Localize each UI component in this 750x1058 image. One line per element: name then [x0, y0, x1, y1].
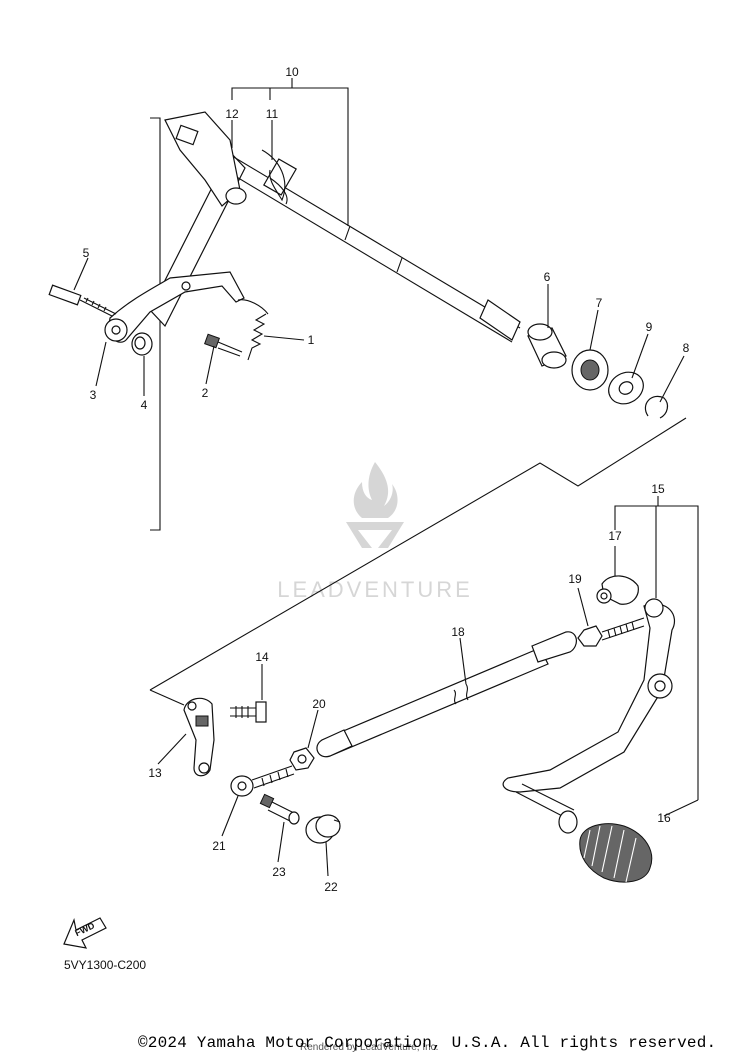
bearing-7 — [571, 349, 609, 391]
callout-8: 8 — [683, 341, 690, 355]
callout-21: 21 — [212, 839, 226, 853]
callout-19: 19 — [568, 572, 582, 586]
collar-4 — [131, 332, 153, 356]
bolt-23 — [259, 793, 300, 825]
callout-22: 22 — [324, 880, 338, 894]
callout-12: 12 — [225, 107, 239, 121]
callout-2: 2 — [202, 386, 209, 400]
callout-9: 9 — [646, 320, 653, 334]
oil-seal-6 — [527, 323, 567, 369]
leader-lines — [73, 120, 699, 877]
bolt-14 — [230, 701, 267, 723]
bolt-17 — [596, 575, 639, 605]
shift-shaft — [149, 111, 521, 343]
shift-rod-18 — [316, 631, 577, 758]
nut-20 — [289, 747, 315, 771]
callout-23: 23 — [272, 865, 286, 879]
callout-10: 10 — [285, 65, 299, 79]
rendered-by-text: Rendered by LeadVenture, Inc. — [300, 1042, 439, 1053]
callout-11: 11 — [266, 107, 279, 121]
callout-1: 1 — [308, 333, 315, 347]
callout-6: 6 — [544, 270, 551, 284]
spring-11 — [261, 149, 288, 205]
watermark-logo: LEADVENTURE — [277, 462, 470, 602]
joint-21 — [230, 765, 295, 797]
footpeg-rubber — [579, 823, 653, 883]
shift-arm-13 — [183, 697, 215, 777]
callout-5: 5 — [83, 246, 90, 260]
callout-20: 20 — [312, 697, 326, 711]
washer-9 — [608, 371, 644, 405]
callout-16: 16 — [657, 811, 671, 825]
callout-15: 15 — [651, 482, 665, 496]
callout-7: 7 — [596, 296, 603, 310]
callout-bracket-15 — [614, 496, 699, 800]
callout-18: 18 — [451, 625, 465, 639]
bolt-5 — [48, 284, 117, 317]
cover-22 — [305, 814, 341, 844]
spring-1 — [237, 299, 269, 361]
bolt-2 — [204, 333, 243, 357]
callout-17: 17 — [608, 529, 622, 543]
callout-14: 14 — [255, 650, 269, 664]
callout-3: 3 — [90, 388, 97, 402]
callout-bracket-10 — [231, 78, 349, 226]
shift-arm — [104, 271, 245, 343]
callout-4: 4 — [141, 398, 148, 412]
circlip-8 — [644, 395, 669, 419]
callout-13: 13 — [148, 766, 162, 780]
fwd-arrow-icon: FWD — [63, 917, 107, 949]
divider-lines — [149, 117, 687, 706]
nut-19 — [577, 617, 645, 647]
callout-labels: 10 12 11 5 1 2 3 4 6 7 9 8 15 17 19 18 1… — [83, 65, 690, 894]
shift-lever-16 — [502, 598, 675, 834]
diagram-code: 5VY1300-C200 — [64, 958, 147, 972]
copyright-text: ©2024 Yamaha Motor Corporation, U.S.A. A… — [138, 1034, 717, 1052]
